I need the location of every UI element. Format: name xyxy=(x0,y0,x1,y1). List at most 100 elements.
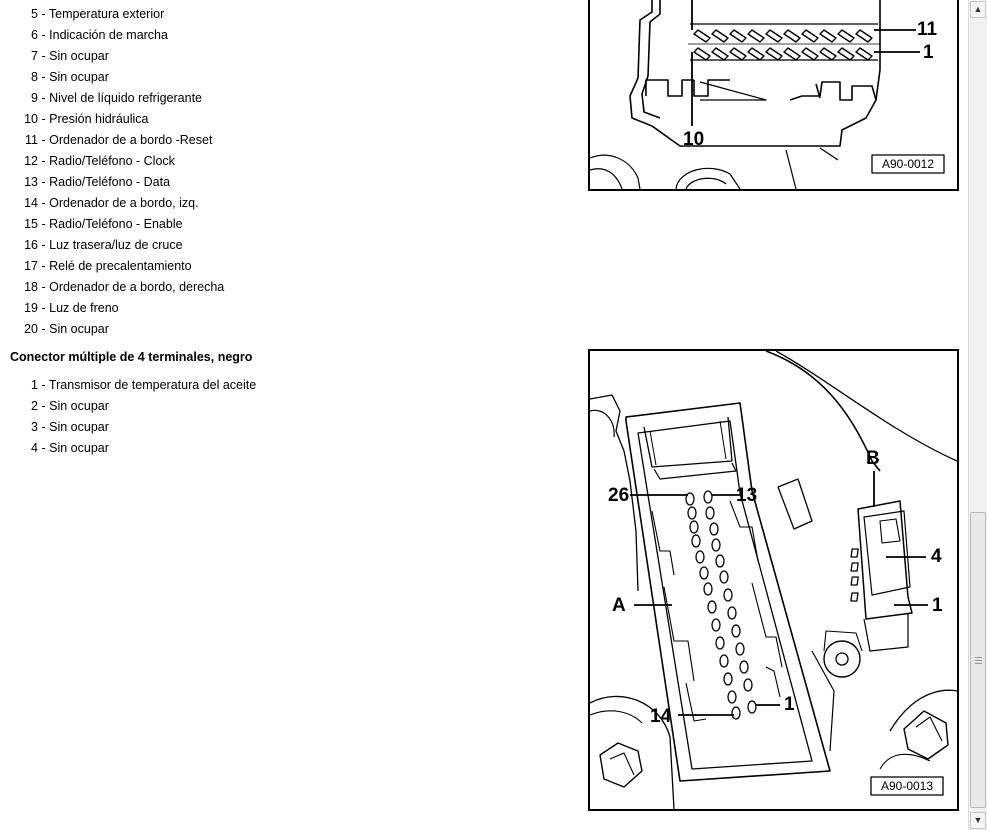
pin-separator: - xyxy=(41,28,46,42)
pin-number: 3 xyxy=(31,420,38,434)
callout-26: 26 xyxy=(608,485,629,506)
pin-number: 11 xyxy=(25,133,38,147)
pin-item: 3 - Sin ocupar xyxy=(0,420,109,434)
pin-separator: - xyxy=(41,301,46,315)
figure-code: A90-0013 xyxy=(881,779,933,793)
pin-label: Presión hidráulica xyxy=(49,112,149,126)
pin-number: 16 xyxy=(24,238,38,252)
pin-number: 20 xyxy=(24,322,38,336)
pin-item: 10 - Presión hidráulica xyxy=(0,112,149,126)
section-heading-4-pin: Conector múltiple de 4 terminales, negro xyxy=(10,350,253,364)
pin-item: 19 - Luz de freno xyxy=(0,301,119,315)
pin-item: 15 - Radio/Teléfono - Enable xyxy=(0,217,183,231)
pin-separator: - xyxy=(41,420,46,434)
callout-1-connector-b: 1 xyxy=(932,595,943,616)
pin-item: 17 - Relé de precalentamiento xyxy=(0,259,192,273)
pin-label: Temperatura exterior xyxy=(48,7,165,21)
pin-number: 18 xyxy=(24,280,38,294)
callout-A: A xyxy=(612,595,626,616)
pin-number: 1 xyxy=(31,378,38,392)
connector-drawing: A90-0012 11 1 10 xyxy=(590,0,945,189)
pin-separator: - xyxy=(41,399,46,413)
pin-item: 12 - Radio/Teléfono - Clock xyxy=(0,154,175,168)
pin-item: 7 - Sin ocupar xyxy=(0,49,109,63)
callout-1-connector-a: 1 xyxy=(784,694,795,715)
pin-number: 8 xyxy=(31,70,38,84)
pin-item: 4 - Sin ocupar xyxy=(0,441,109,455)
pin-item: 20 - Sin ocupar xyxy=(0,322,109,336)
pin-number: 15 xyxy=(24,217,38,231)
pin-separator: - xyxy=(41,217,46,231)
scroll-up-button[interactable]: ▲ xyxy=(970,1,986,18)
pin-separator: - xyxy=(41,133,46,147)
pin-label: Sin ocupar xyxy=(49,441,109,455)
pin-separator: - xyxy=(41,259,46,273)
callout-14: 14 xyxy=(650,706,672,727)
pin-label: Radio/Teléfono - Clock xyxy=(49,154,175,168)
pin-label: Luz trasera/luz de cruce xyxy=(49,238,183,252)
pin-number: 6 xyxy=(31,28,38,42)
pin-label: Transmisor de temperatura del aceite xyxy=(48,378,257,392)
scrollbar-thumb[interactable] xyxy=(970,512,986,808)
pin-item: 1 - Transmisor de temperatura del aceite xyxy=(0,378,256,392)
pin-label: Sin ocupar xyxy=(49,399,109,413)
pin-item: 8 - Sin ocupar xyxy=(0,70,109,84)
pin-separator: - xyxy=(41,175,46,189)
pin-label: Sin ocupar xyxy=(49,420,109,434)
pin-label: Radio/Teléfono - Data xyxy=(49,175,171,189)
pin-label: Ordenador de a bordo -Reset xyxy=(49,133,213,147)
pin-item: 2 - Sin ocupar xyxy=(0,399,109,413)
pin-number: 5 xyxy=(31,7,38,21)
pin-label: Indicación de marcha xyxy=(49,28,168,42)
pin-number: 17 xyxy=(24,259,38,273)
pin-separator: - xyxy=(41,7,46,21)
pin-number: 10 xyxy=(24,112,38,126)
pin-number: 13 xyxy=(24,175,38,189)
pin-label: Ordenador de a bordo, derecha xyxy=(49,280,225,294)
figure-code: A90-0012 xyxy=(882,157,934,171)
callout-1: 1 xyxy=(923,42,934,63)
up-arrow-icon: ▲ xyxy=(973,4,983,14)
pin-number: 9 xyxy=(31,91,38,105)
pin-separator: - xyxy=(41,280,46,294)
pin-item: 13 - Radio/Teléfono - Data xyxy=(0,175,170,189)
pin-number: 14 xyxy=(24,196,38,210)
callout-10: 10 xyxy=(683,129,704,150)
pin-label: Radio/Teléfono - Enable xyxy=(49,217,183,231)
pin-separator: - xyxy=(41,49,46,63)
grip-icon xyxy=(975,657,982,664)
pin-separator: - xyxy=(41,154,46,168)
pin-label: Sin ocupar xyxy=(49,49,109,63)
pin-separator: - xyxy=(41,91,46,105)
connector-drawing: A90-0013 26 13 B 4 A 1 1 14 xyxy=(590,351,957,809)
pin-item: 16 - Luz trasera/luz de cruce xyxy=(0,238,183,252)
pin-number: 7 xyxy=(31,49,38,63)
pin-item: 18 - Ordenador de a bordo, derecha xyxy=(0,280,224,294)
connector-figure-bottom: A90-0013 26 13 B 4 A 1 1 14 xyxy=(588,349,959,811)
pin-label: Nivel de líquido refrigerante xyxy=(49,91,203,105)
pin-separator: - xyxy=(41,238,46,252)
vertical-scrollbar[interactable]: ▲ ▼ xyxy=(968,0,987,830)
pin-label: Luz de freno xyxy=(49,301,119,315)
pin-item: 5 - Temperatura exterior xyxy=(0,7,164,21)
pin-label: Sin ocupar xyxy=(49,322,109,336)
down-arrow-icon: ▼ xyxy=(973,815,983,825)
callout-13: 13 xyxy=(736,485,757,506)
pin-separator: - xyxy=(41,441,46,455)
pin-label: Relé de precalentamiento xyxy=(49,259,192,273)
callout-4: 4 xyxy=(931,546,942,567)
pin-separator: - xyxy=(41,322,46,336)
pin-item: 6 - Indicación de marcha xyxy=(0,28,168,42)
pin-item: 14 - Ordenador de a bordo, izq. xyxy=(0,196,198,210)
scroll-down-button[interactable]: ▼ xyxy=(970,812,986,829)
pin-number: 4 xyxy=(31,441,38,455)
pin-label: Sin ocupar xyxy=(49,70,109,84)
pin-separator: - xyxy=(41,378,46,392)
pin-number: 2 xyxy=(31,399,38,413)
callout-11: 11 xyxy=(917,19,938,40)
pin-item: 9 - Nivel de líquido refrigerante xyxy=(0,91,202,105)
pin-number: 19 xyxy=(24,301,38,315)
connector-figure-top: A90-0012 11 1 10 xyxy=(588,0,959,191)
pin-number: 12 xyxy=(24,154,38,168)
callout-B: B xyxy=(866,448,880,469)
